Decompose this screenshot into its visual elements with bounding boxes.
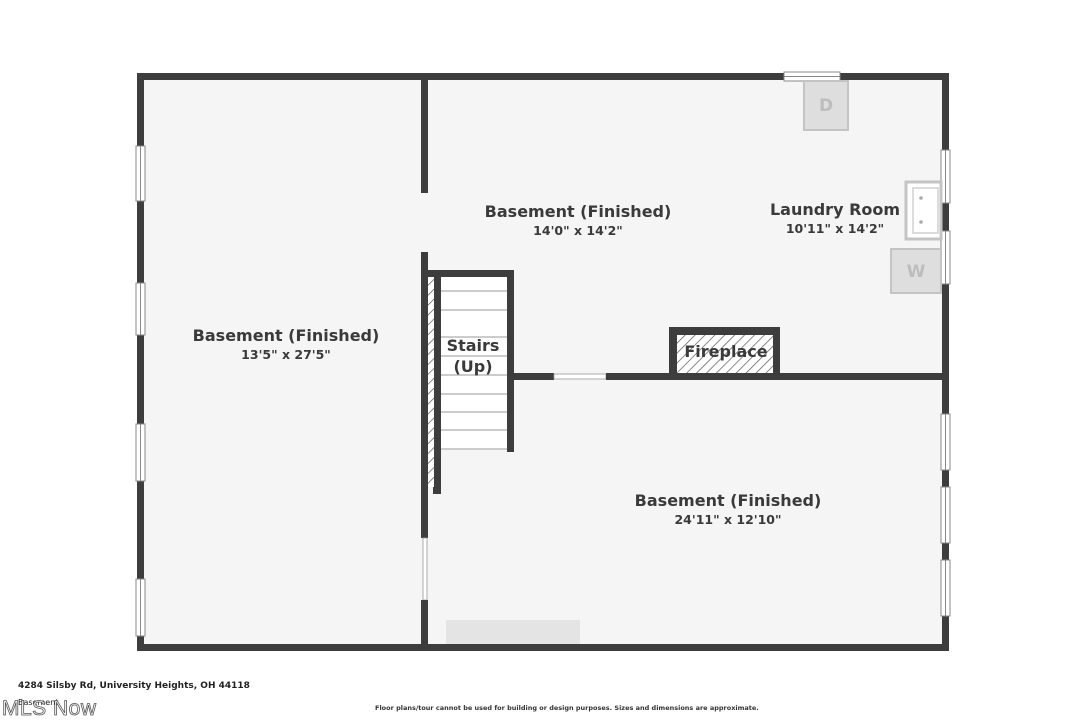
exterior-wall-bottom: [137, 644, 949, 651]
room-4-dimensions: 24'11" x 12'10": [674, 512, 781, 527]
exterior-wall-top: [137, 73, 949, 80]
stairs-label-line1: Stairs: [447, 336, 500, 355]
room-3-name: Laundry Room: [770, 200, 900, 219]
room-2-dimensions: 14'0" x 14'2": [533, 223, 623, 238]
window-left-1: [135, 145, 146, 202]
window-left-4: [135, 578, 146, 637]
room-1-dimensions: 13'5" x 27'5": [241, 347, 331, 362]
room-3-dimensions: 10'11" x 14'2": [786, 221, 884, 236]
interior-wall-horizontal-a: [510, 373, 554, 380]
exterior-wall-right: [942, 73, 949, 651]
room-2-name: Basement (Finished): [485, 202, 672, 221]
disclaimer-text: Floor plans/tour cannot be used for buil…: [375, 704, 759, 712]
bench: [446, 620, 580, 644]
washer-label: W: [907, 262, 926, 282]
interior-wall-upper: [421, 77, 428, 193]
window-right-5: [940, 559, 951, 617]
property-address: 4284 Silsby Rd, University Heights, OH 4…: [18, 681, 250, 691]
dryer-icon: [803, 80, 849, 131]
stairs-label-line2: (Up): [453, 357, 492, 376]
mls-now-logo: MLS Now: [2, 697, 97, 721]
fireplace: [669, 327, 780, 379]
doorway-opening: [553, 373, 607, 380]
window-left-2: [135, 282, 146, 336]
floor-area: [141, 77, 946, 647]
interior-wall-middle: [421, 252, 428, 538]
interior-opening: [422, 537, 428, 601]
sink-icon: [904, 180, 943, 241]
window-right-4: [940, 486, 951, 544]
room-4-name: Basement (Finished): [635, 491, 822, 510]
dryer-label: D: [819, 96, 833, 116]
window-left-3: [135, 423, 146, 482]
washer-icon: [890, 248, 942, 294]
window-right-1: [940, 149, 951, 204]
window-right-3: [940, 413, 951, 471]
room-1-name: Basement (Finished): [193, 326, 380, 345]
floor-level-label: Basement: [18, 698, 59, 707]
window-top: [783, 71, 841, 82]
stairs: [428, 270, 514, 494]
interior-wall-lower: [421, 600, 428, 647]
exterior-wall-left: [137, 73, 144, 651]
fireplace-label: Fireplace: [684, 342, 767, 361]
